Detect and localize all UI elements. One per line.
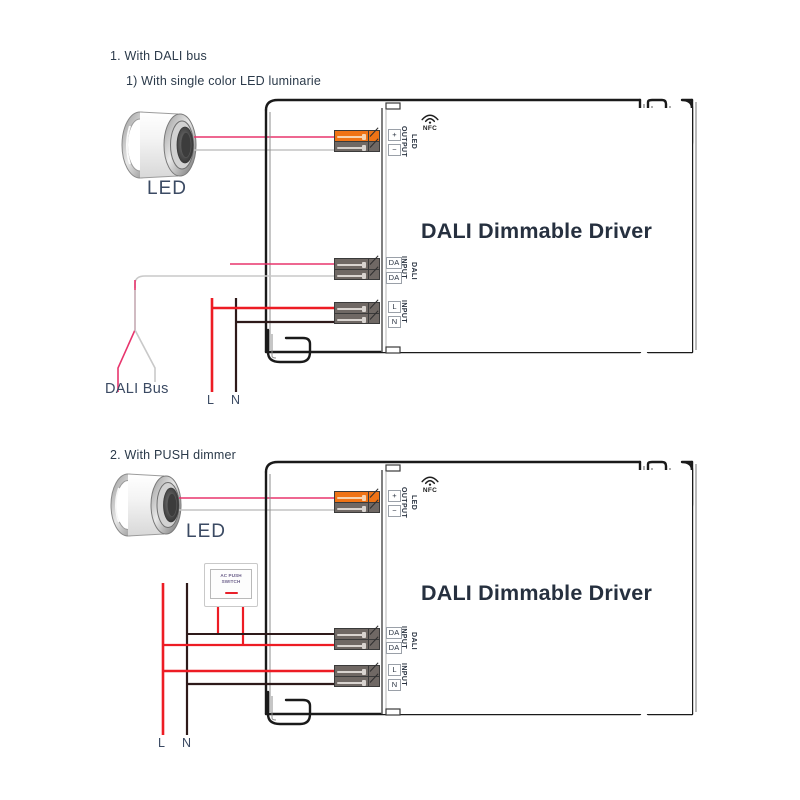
pin-neutral-2: N	[388, 679, 401, 691]
live-label-1: L	[207, 393, 214, 407]
ac-push-switch-face: AC PUSH SWITCH	[210, 569, 252, 599]
wire-dali-bus-run-gray-1	[134, 275, 335, 288]
switch-indicator-bar	[224, 591, 238, 594]
vlabel-dali-input-1: INPUT	[400, 256, 407, 279]
vlabel-output-led-2: LED	[410, 495, 417, 511]
driver-title-2: DALI Dimmable Driver	[421, 581, 653, 605]
terminal-output-2[interactable]	[334, 491, 380, 513]
nfc-icon-2: NFC	[417, 472, 443, 494]
vlabel-dali-input-2: INPUT	[400, 626, 407, 649]
nfc-label-2: NFC	[422, 487, 438, 494]
terminal-row-neutral-2[interactable]	[334, 676, 380, 687]
diagram-1-graphics	[117, 98, 697, 392]
terminal-dali-input-2[interactable]	[334, 628, 380, 650]
pin-live-1: L	[388, 301, 401, 313]
panel-tab-top-2	[385, 464, 401, 472]
terminal-mains-input-2[interactable]	[334, 665, 380, 687]
pin-da2-2: DA	[386, 642, 402, 654]
terminal-row-output-negative-2[interactable]	[334, 502, 380, 513]
terminal-row-neutral-1[interactable]	[334, 313, 380, 324]
terminal-dali-input-1[interactable]	[334, 258, 380, 280]
pin-output-negative-2: −	[388, 505, 401, 517]
panel-tab-top-1	[385, 102, 401, 110]
pin-live-2: L	[388, 664, 401, 676]
panel-tab-bottom-1	[385, 346, 401, 354]
terminal-row-live-1[interactable]	[334, 302, 380, 313]
mounting-bracket-bottom-left-2	[266, 690, 312, 726]
vlabel-output-1: OUTPUT	[400, 126, 407, 158]
dali-bus-label-1: DALI Bus	[105, 381, 169, 397]
terminal-row-da1-2[interactable]	[334, 628, 380, 639]
wire-dali-bus-b-1	[134, 290, 156, 382]
mounting-bracket-bottom-left-1	[266, 328, 312, 364]
led-lamp-2	[110, 473, 182, 537]
mounting-bracket-top-right-1	[643, 104, 685, 157]
pin-neutral-1: N	[388, 316, 401, 328]
live-label-2: L	[158, 736, 165, 750]
neutral-label-2: N	[182, 736, 192, 750]
terminal-output-1[interactable]	[334, 130, 380, 152]
switch-label-line2: SWITCH	[221, 579, 241, 585]
terminal-row-output-positive-2[interactable]	[334, 491, 380, 502]
vlabel-mains-input-1: INPUT	[400, 300, 407, 323]
led-lamp-1	[121, 111, 197, 179]
vlabel-mains-input-2: INPUT	[400, 663, 407, 686]
terminal-row-output-positive-1[interactable]	[334, 130, 380, 141]
subheading-diagram-1: 1) With single color LED luminarie	[126, 74, 322, 88]
panel-tab-bottom-2	[385, 708, 401, 716]
terminal-row-da2-1[interactable]	[334, 269, 380, 280]
heading-diagram-2: 2. With PUSH dimmer	[110, 448, 237, 462]
pin-da2-1: DA	[386, 272, 402, 284]
led-label-1: LED	[147, 178, 187, 199]
nfc-label-1: NFC	[422, 125, 438, 132]
pin-da1-2: DA	[386, 627, 402, 639]
neutral-label-1: N	[231, 393, 241, 407]
mounting-bracket-top-right-2	[643, 466, 685, 519]
pin-output-negative-1: −	[388, 144, 401, 156]
vlabel-dali-1: DALI	[410, 262, 417, 280]
terminal-row-da1-1[interactable]	[334, 258, 380, 269]
terminal-row-live-2[interactable]	[334, 665, 380, 676]
wire-dali-bus-a-1	[117, 288, 136, 392]
terminal-mains-input-1[interactable]	[334, 302, 380, 324]
vlabel-output-2: OUTPUT	[400, 487, 407, 519]
switch-label-line1: AC PUSH	[220, 573, 242, 578]
pin-output-positive-2: +	[388, 490, 401, 502]
vlabel-dali-2: DALI	[410, 632, 417, 650]
terminal-row-da2-2[interactable]	[334, 639, 380, 650]
pin-output-positive-1: +	[388, 129, 401, 141]
vlabel-output-led-1: LED	[410, 134, 417, 150]
pin-da1-1: DA	[386, 257, 402, 269]
nfc-icon-1: NFC	[417, 110, 443, 132]
driver-title-1: DALI Dimmable Driver	[421, 219, 653, 243]
terminal-row-output-negative-1[interactable]	[334, 141, 380, 152]
heading-diagram-1: 1. With DALI bus	[110, 49, 207, 63]
ac-push-switch[interactable]: AC PUSH SWITCH	[204, 563, 258, 607]
led-label-2: LED	[186, 521, 226, 542]
